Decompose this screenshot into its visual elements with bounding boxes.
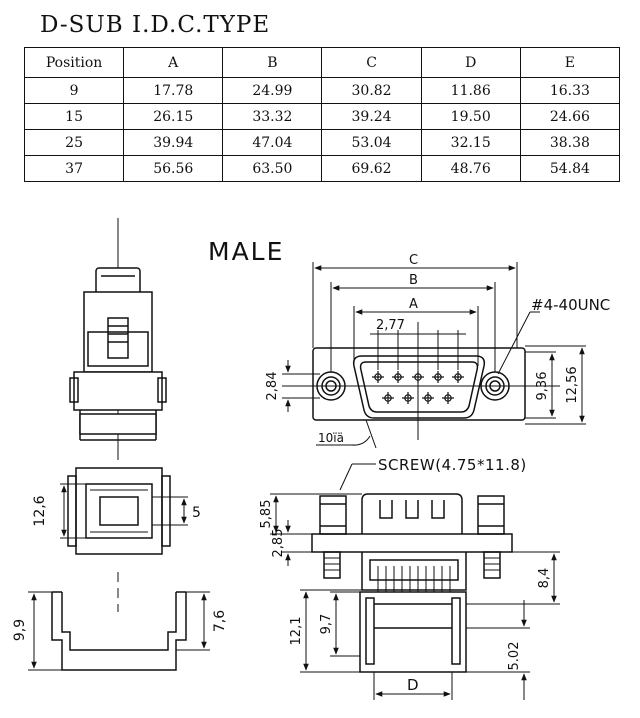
dim-label-5-85: 5,85 (259, 500, 274, 529)
front-view-drawing (282, 322, 560, 440)
table-cell: 26.15 (123, 103, 224, 130)
dim-label-pitch: 2,77 (376, 318, 405, 333)
pin-row-bottom (382, 392, 454, 404)
dim-label-a: A (409, 297, 418, 312)
table-cell: 24.99 (222, 77, 323, 104)
table-cell: 56.56 (123, 155, 224, 182)
table-cell: 54.84 (519, 155, 621, 182)
header-e: E (519, 47, 621, 78)
dim-label-5: 5 (192, 505, 201, 521)
table-cell: 32.15 (420, 129, 521, 156)
table-cell: 30.82 (321, 77, 422, 104)
dim-label-b: B (409, 273, 418, 288)
assembly-view-drawing (311, 493, 513, 673)
dim-label-2-85: 2,85 (271, 529, 286, 558)
table-cell: 53.04 (321, 129, 422, 156)
top-view-drawing (60, 467, 188, 555)
table-cell: 37 (23, 155, 125, 182)
dim-label-d: D (407, 676, 419, 694)
table-cell: 9 (23, 77, 125, 104)
dim-label-9-36: 9,36 (535, 372, 550, 401)
dim-label-12-6: 12,6 (32, 495, 48, 526)
header-position: Position (23, 47, 125, 78)
dim-label-angle: 10ïä (318, 431, 344, 445)
table-cell: 25 (23, 129, 125, 156)
table-header-row: Position A B C D E (23, 47, 621, 78)
dim-label-5-02: 5.02 (507, 642, 522, 671)
cover-view-drawing (28, 572, 210, 671)
dim-label-c: C (409, 253, 418, 268)
header-d: D (420, 47, 521, 78)
side-view-drawing (69, 218, 167, 460)
table-row: 25 39.94 47.04 53.04 32.15 38.38 (23, 129, 621, 156)
header-b: B (222, 47, 323, 78)
table-cell: 33.32 (222, 103, 323, 130)
dim-label-9-9: 9,9 (12, 619, 28, 641)
header-a: A (123, 47, 224, 78)
pin-row-top (372, 371, 464, 383)
thread-label: #4-40UNC (531, 296, 610, 314)
male-label: MALE (208, 237, 284, 266)
table-row: 15 26.15 33.32 39.24 19.50 24.66 (23, 103, 621, 130)
table-cell: 39.24 (321, 103, 422, 130)
dim-label-2-84: 2,84 (265, 372, 280, 401)
table-cell: 16.33 (519, 77, 621, 104)
header-c: C (321, 47, 422, 78)
dim-label-12-56: 12,56 (565, 366, 580, 403)
dim-label-9-7: 9,7 (319, 614, 334, 635)
dim-label-12-1: 12,1 (289, 617, 304, 646)
table-cell: 11.86 (420, 77, 521, 104)
table-cell: 69.62 (321, 155, 422, 182)
dimension-table: Position A B C D E 9 17.78 24.99 30.82 1… (23, 47, 621, 182)
table-cell: 63.50 (222, 155, 323, 182)
page-title: D-SUB I.D.C.TYPE (40, 12, 271, 38)
dim-label-7-6: 7,6 (212, 610, 228, 632)
table-cell: 15 (23, 103, 125, 130)
table-row: 37 56.56 63.50 69.62 48.76 54.84 (23, 155, 621, 182)
assembly-dimension-lines (270, 493, 560, 700)
front-dimension-lines (282, 262, 586, 491)
screw-label: SCREW(4.75*11.8) (378, 456, 527, 474)
table-cell: 48.76 (420, 155, 521, 182)
dim-label-8-4: 8,4 (537, 568, 552, 589)
